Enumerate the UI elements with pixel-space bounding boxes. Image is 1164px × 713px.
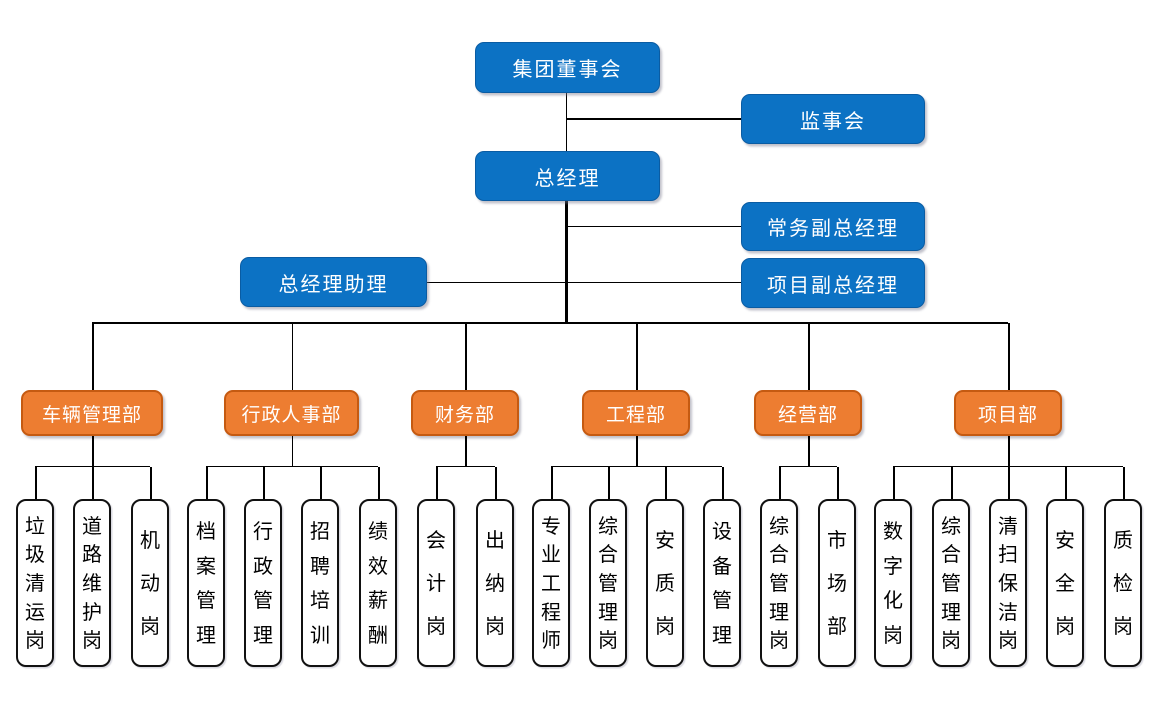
position-box-professional-engineer: 专业工程师 [532,467,570,667]
connector-group-rail-project [893,465,1123,467]
connector-exec-deputy-branch [566,225,741,227]
position-box-safety-quality: 安质岗 [646,467,684,667]
connector-supervisory-branch [566,118,741,120]
node-supervisory-board-label: 监事会 [800,108,866,133]
node-board: 集团董事会 [475,42,660,93]
node-general-manager-label: 总经理 [534,165,601,190]
position-box-garbage-removal: 垃圾清运岗 [16,467,54,667]
position-box-road-maintenance: 道路维护岗 [73,467,111,667]
dept-box-finance: 财务部 [411,323,519,466]
position-box-quality-inspection: 质检岗 [1104,467,1142,667]
node-gm-assistant-label: 总经理助理 [278,271,389,296]
connector-assistant-deputy-branch [427,281,741,283]
connector-group-rail-operations [779,465,837,467]
position-box-recruit-training: 招聘培训 [301,467,339,667]
node-project-deputy-gm-label: 项目副总经理 [767,272,899,297]
node-project-deputy-gm: 项目副总经理 [741,258,925,308]
position-box-proj-general-mgmt: 综合管理岗 [932,467,970,667]
dept-box-vehicle-management: 车辆管理部 [21,323,163,466]
position-box-sweeping-cleaning: 清扫保洁岗 [989,467,1027,667]
dept-box-operations: 经营部 [754,323,862,466]
connector-group-rail-finance [436,465,495,467]
node-executive-deputy-gm: 常务副总经理 [741,202,925,251]
position-box-market-dept: 市场部 [818,467,856,667]
position-box-performance-pay: 绩效薪酬 [359,467,397,667]
position-box-archives-mgmt: 档案管理 [187,467,225,667]
position-box-cashier: 出纳岗 [476,467,514,667]
connector-main-trunk [564,201,568,322]
position-box-mobile-duty: 机动岗 [131,467,169,667]
node-executive-deputy-gm-label: 常务副总经理 [767,216,899,240]
connector-board-to-gm [565,93,567,151]
connector-group-rail-vehicle [35,465,150,467]
node-supervisory-board: 监事会 [741,94,925,144]
position-box-eng-general-mgmt: 综合管理岗 [589,467,627,667]
position-box-digitalization: 数字化岗 [874,467,912,667]
position-box-safety: 安全岗 [1046,467,1084,667]
node-gm-assistant: 总经理助理 [240,257,427,307]
position-box-equipment-mgmt: 设备管理 [703,467,741,667]
dept-box-engineering: 工程部 [582,323,690,466]
node-general-manager: 总经理 [475,151,660,201]
node-board-label: 集团董事会 [512,57,623,81]
position-box-accounting: 会计岗 [417,467,455,667]
connector-group-rail-admin-hr [206,465,378,467]
connector-department-rail [92,321,1008,324]
position-box-admin-mgmt: 行政管理 [244,467,282,667]
dept-box-project: 项目部 [954,323,1062,466]
connector-group-rail-engineering [551,465,722,467]
position-box-ops-general-mgmt: 综合管理岗 [760,467,798,667]
dept-box-admin-hr: 行政人事部 [224,323,359,466]
